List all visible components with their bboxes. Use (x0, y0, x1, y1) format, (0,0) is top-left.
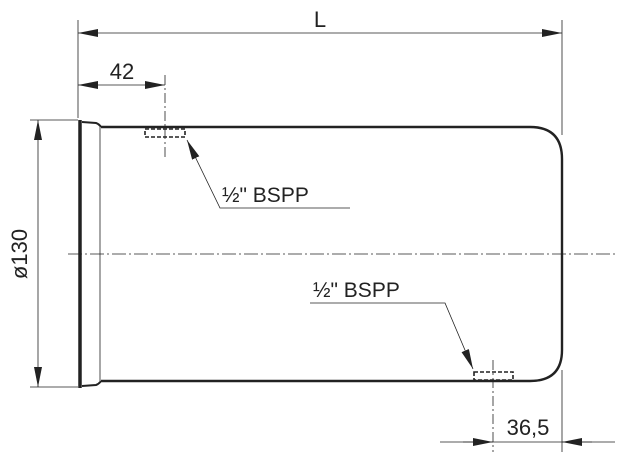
label-42: 42 (110, 59, 134, 84)
port-bottom (473, 371, 514, 381)
leader-top (186, 139, 350, 209)
leader-bottom (310, 302, 474, 370)
flange-neck-top (81, 121, 102, 128)
port-top (144, 128, 186, 138)
label-port-top: ½" BSPP (222, 184, 309, 207)
label-length: L (314, 7, 326, 32)
label-diameter: ø130 (7, 229, 32, 279)
tank-body (101, 125, 564, 383)
label-36-5: 36,5 (507, 415, 550, 440)
flange-neck-bottom (81, 380, 102, 387)
label-port-bottom: ½" BSPP (313, 279, 400, 302)
